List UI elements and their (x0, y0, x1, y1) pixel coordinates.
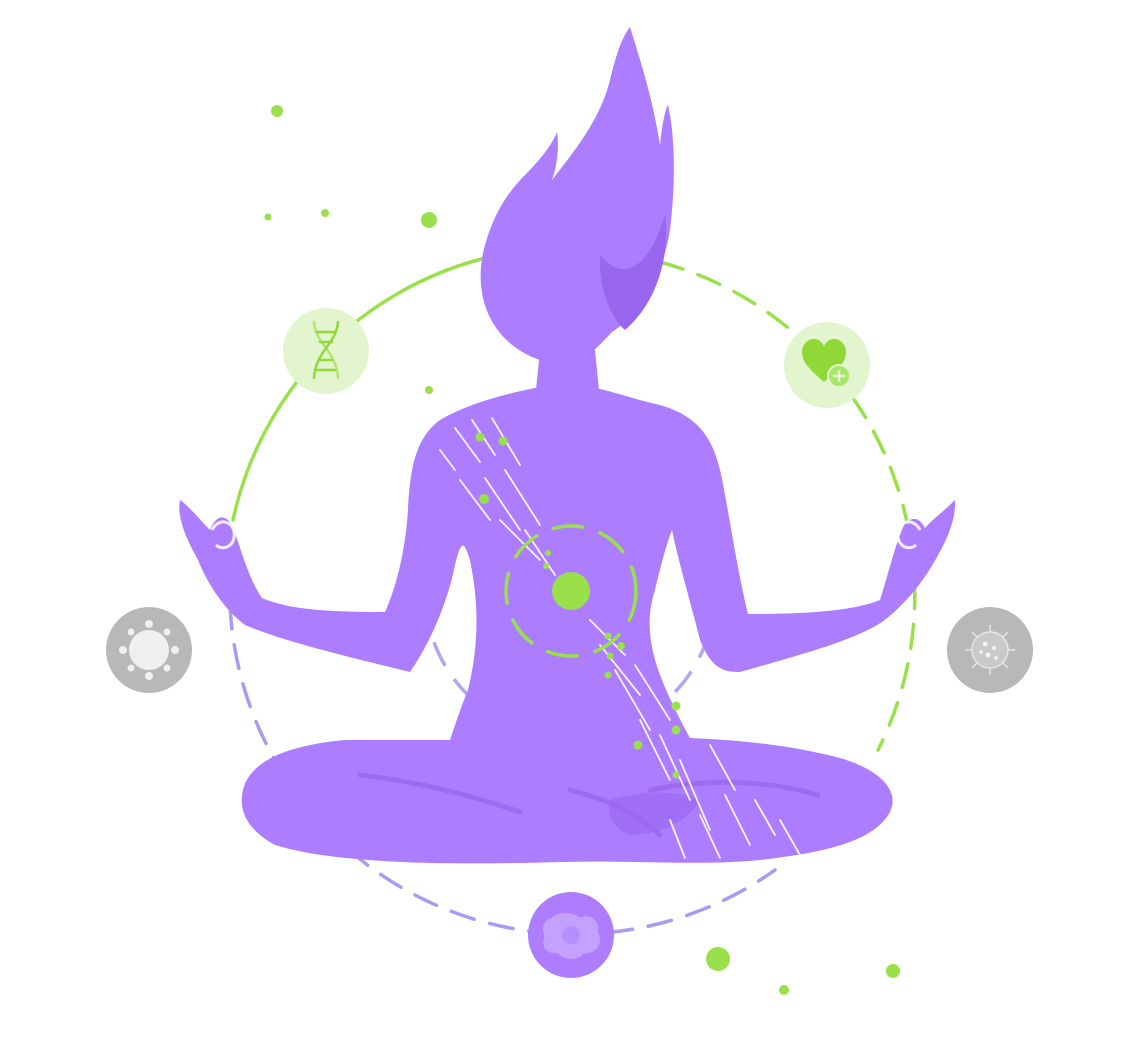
dot (479, 494, 489, 504)
virus-icon (119, 620, 179, 680)
core-ring (504, 524, 638, 658)
outer-ring-dashed-purple-arc (228, 603, 777, 936)
cell-badge (528, 892, 614, 978)
figure-body (179, 388, 956, 864)
plus-icon (833, 370, 845, 382)
dot (706, 947, 730, 971)
streak (639, 719, 671, 781)
body-dots (475, 432, 681, 779)
figure-hair (480, 27, 674, 360)
energy-core-icon (504, 524, 638, 658)
streak (659, 734, 691, 801)
dot (671, 725, 681, 735)
bacteria-badge (947, 607, 1033, 693)
outer-ring-dashed-green-arc (658, 260, 917, 752)
dot (545, 550, 551, 556)
dot (671, 701, 681, 711)
dot (617, 642, 625, 650)
figure-hair-shadow (599, 215, 667, 330)
dot (321, 209, 329, 217)
dot (498, 436, 508, 446)
core-dot (552, 572, 590, 610)
dot (271, 105, 283, 117)
dot (672, 771, 680, 779)
dot (425, 386, 433, 394)
dot (633, 740, 643, 750)
dot (475, 432, 485, 442)
floating-dots (264, 105, 900, 995)
dna-badge-bg (283, 308, 369, 394)
streak (699, 814, 721, 859)
left-hand-mudra (210, 520, 236, 550)
streak (614, 669, 651, 731)
streak (709, 744, 736, 791)
dot (604, 671, 612, 679)
figure-neck (535, 350, 600, 400)
dna-badge (283, 308, 369, 394)
dot (543, 563, 549, 569)
streak (754, 799, 776, 836)
leg-fold (357, 772, 523, 815)
streak (499, 519, 541, 561)
dot (606, 652, 614, 660)
streak (524, 529, 556, 576)
streak (484, 477, 521, 531)
streak (679, 759, 711, 831)
streak (779, 819, 801, 856)
virus-badge (106, 607, 192, 693)
streak (504, 469, 541, 526)
streak (439, 449, 456, 471)
foot-shadow (608, 792, 700, 835)
streak (724, 794, 751, 846)
right-hand-mudra (896, 520, 922, 550)
dot (604, 632, 612, 640)
heart-plus-badge (784, 322, 870, 408)
streak (669, 819, 686, 859)
dot (886, 964, 900, 978)
dot (779, 985, 789, 995)
streak (459, 479, 491, 521)
dna-icon (312, 320, 340, 380)
streak (634, 664, 671, 721)
bacteria-spots (979, 641, 998, 660)
streak (599, 644, 641, 696)
dot (421, 212, 437, 228)
cell-nucleus (562, 926, 580, 944)
dot (264, 213, 272, 221)
bacteria-icon (965, 625, 1015, 675)
streak (454, 427, 481, 463)
meditating-figure (179, 27, 956, 864)
